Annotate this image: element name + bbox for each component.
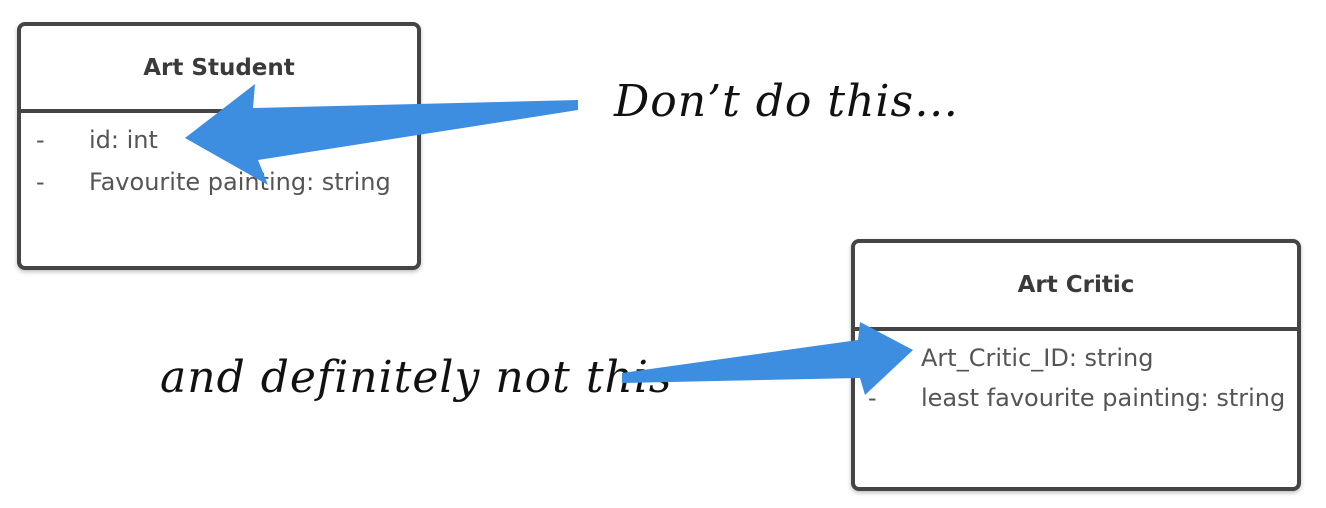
attribute-text: Art_Critic_ID: string <box>921 344 1154 372</box>
art-critic-attribute-id: - Art_Critic_ID: string <box>855 344 1297 384</box>
art-critic-attribute-least-favourite-painting: - least favourite painting: string <box>855 384 1297 424</box>
visibility-marker: - <box>36 168 45 196</box>
art-critic-class-title: Art Critic <box>855 243 1297 331</box>
art-student-attribute-id: - id: int <box>21 126 417 166</box>
art-student-class-box: Art Student - id: int - Favourite painti… <box>17 22 421 270</box>
attribute-text: Favourite painting: string <box>89 168 391 196</box>
attribute-text: least favourite painting: string <box>921 384 1286 412</box>
attribute-text: id: int <box>89 126 158 154</box>
art-critic-class-box: Art Critic - Art_Critic_ID: string - lea… <box>851 239 1301 491</box>
art-student-class-title: Art Student <box>21 26 417 113</box>
annotation-definitely-not-this: and definitely not this <box>160 352 673 403</box>
art-student-attribute-favourite-painting: - Favourite painting: string <box>21 168 417 208</box>
visibility-marker: - <box>868 344 877 372</box>
annotation-dont-do-this: Don’t do this… <box>614 76 960 127</box>
visibility-marker: - <box>36 126 45 154</box>
visibility-marker: - <box>868 384 877 412</box>
